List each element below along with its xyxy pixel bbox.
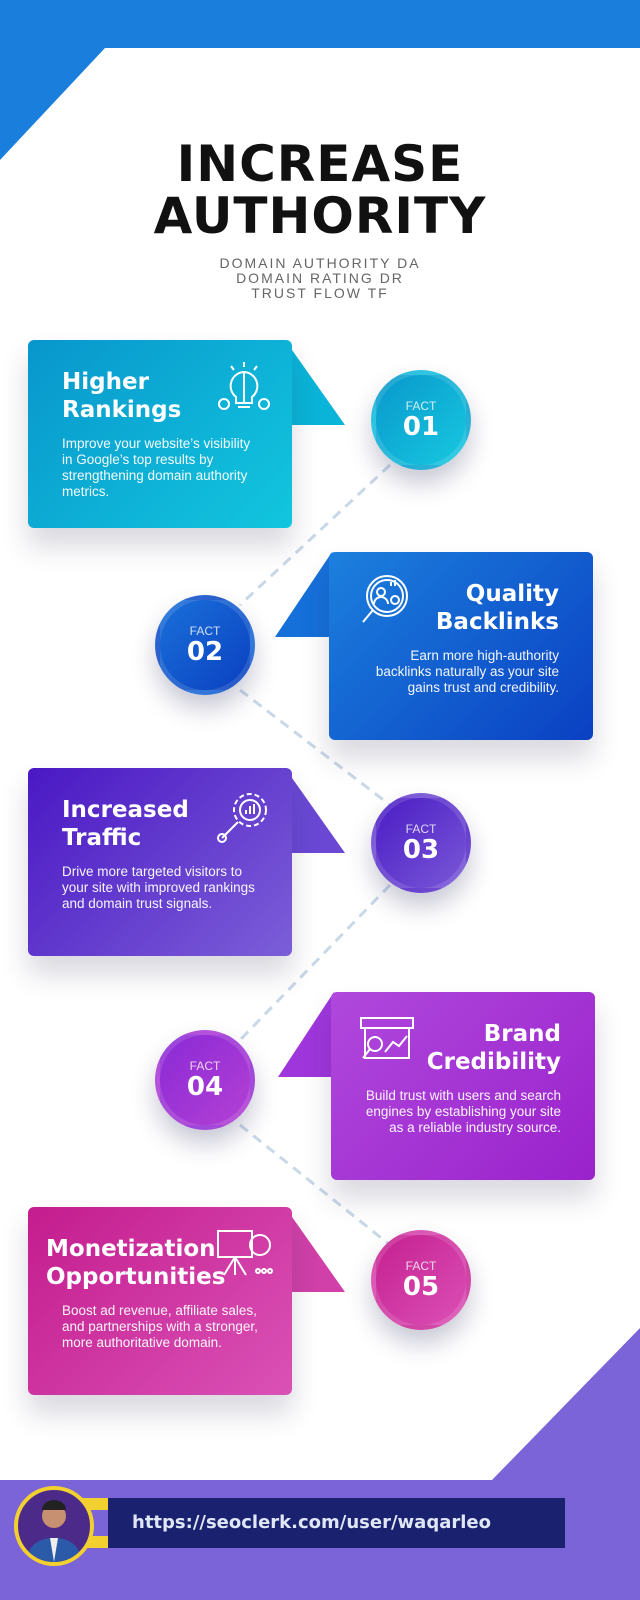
avatar [14, 1486, 94, 1566]
profile-url-link[interactable]: https://seoclerk.com/user/waqarleo [108, 1498, 565, 1548]
brain-bulb-icon [218, 362, 270, 410]
store-chart-icon [360, 1017, 414, 1059]
magnifier-user-gear-icon [362, 575, 408, 623]
gear-wrench-chart-icon [217, 793, 267, 843]
presentation-board-icon [217, 1230, 273, 1276]
